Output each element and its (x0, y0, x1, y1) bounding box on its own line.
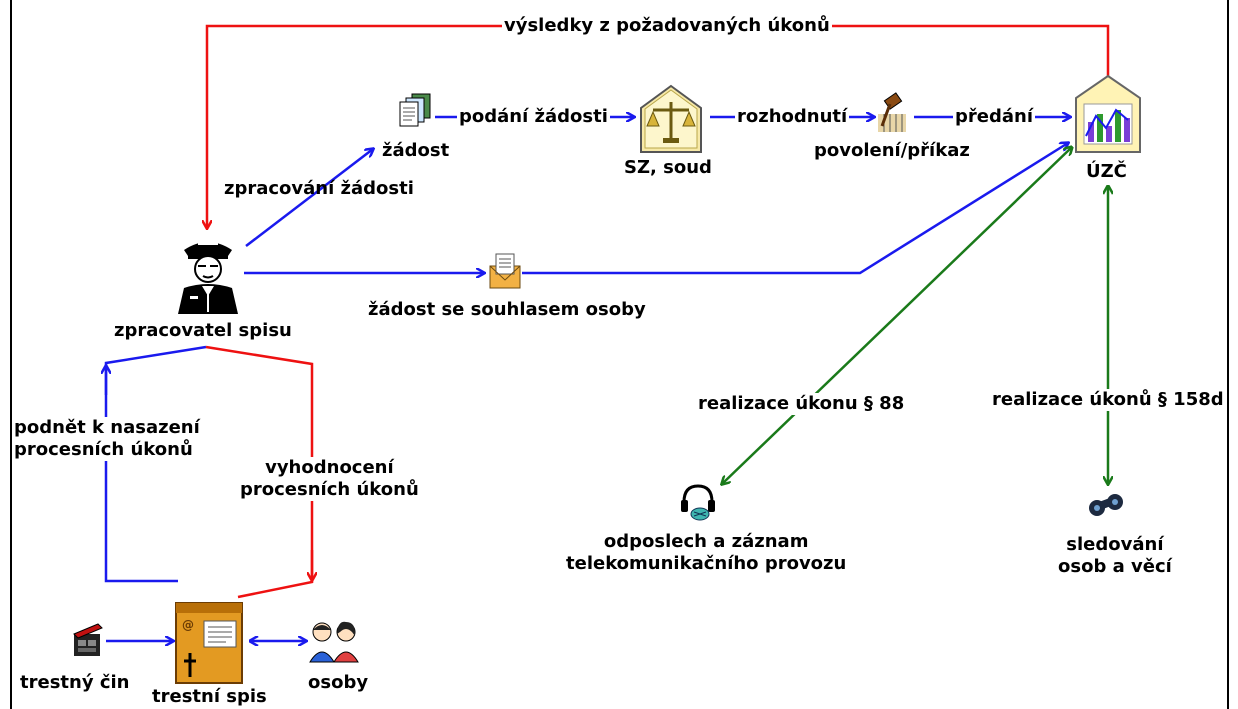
edge-label-decision: rozhodnutí (735, 106, 850, 128)
binoculars-icon (1089, 494, 1123, 516)
edge-label-exec88: realizace úkonu § 88 (696, 393, 907, 415)
edge-exec88 (722, 147, 1072, 484)
node-label-uzc: ÚZČ (1086, 161, 1127, 182)
edge-label-processing: zpracování žádosti (224, 178, 414, 199)
gavel-icon (878, 92, 906, 132)
edge-label-handover: předání (953, 106, 1035, 128)
document-stack-icon (399, 93, 431, 127)
edge-label-submission: podání žádosti (457, 106, 610, 128)
scales-of-justice-icon (640, 84, 702, 153)
monitor-chart-icon (1075, 74, 1141, 153)
edge-label-consent: žádost se souhlasem osoby (368, 299, 646, 320)
edge-initiative (104, 345, 207, 583)
node-label-wiretap: odposlech a záznam telekomunikačního pro… (566, 531, 847, 574)
case-file-icon: @ (175, 602, 243, 684)
edge-processing (245, 149, 373, 247)
clapperboard-icon (73, 623, 103, 656)
edge-label-results: výsledky z požadovaných úkonů (502, 15, 832, 37)
node-label-file: trestní spis (152, 686, 267, 707)
headset-icon (681, 484, 715, 521)
edge-label-evaluation: vyhodnocení procesních úkonů (238, 457, 421, 501)
people-icon (309, 621, 359, 663)
edge-consent-b (522, 143, 1068, 275)
node-label-crime: trestný čin (20, 672, 130, 693)
node-label-court: SZ, soud (624, 157, 712, 178)
node-label-officer: zpracovatel spisu (114, 320, 292, 341)
node-label-persons: osoby (308, 672, 369, 693)
police-officer-icon (178, 242, 238, 314)
envelope-icon (489, 253, 521, 289)
svg-text:@: @ (182, 618, 194, 632)
edge-label-exec158: realizace úkonů § 158d (990, 389, 1226, 411)
node-label-surveillance: sledování osob a věcí (1058, 534, 1172, 577)
node-label-permit: povolení/příkaz (814, 140, 970, 161)
edge-label-initiative: podnět k nasazení procesních úkonů (12, 417, 202, 461)
node-label-request: žádost (382, 140, 450, 161)
